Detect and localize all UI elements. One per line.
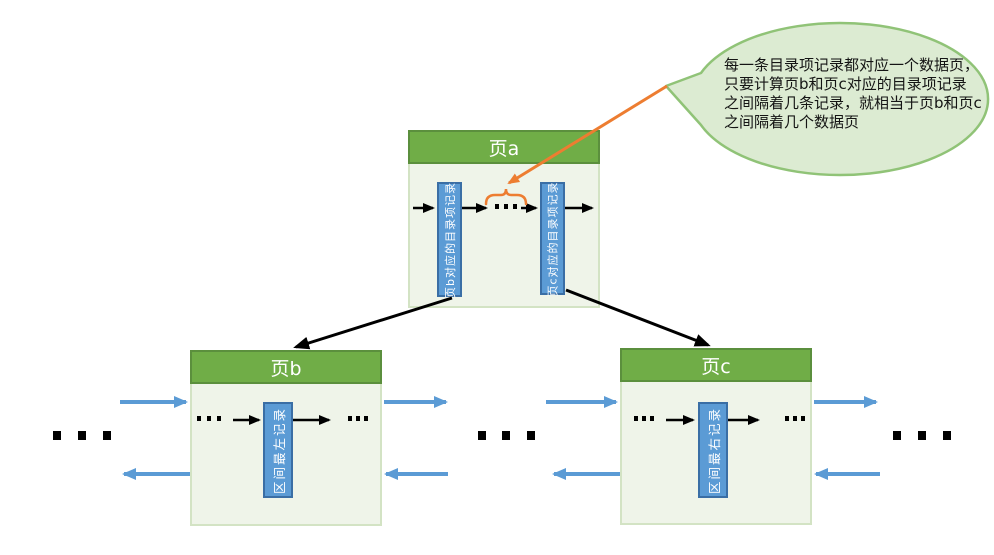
page-a-title: 页a [488, 137, 520, 160]
page-c-title: 页c [701, 355, 731, 378]
page-b-title: 页b [270, 357, 302, 380]
directory-entry-box-b-label: 页b对应的目录项记录 [443, 181, 457, 298]
page-a-header: 页a [408, 130, 600, 164]
directory-entry-box-c-label: 页c对应的目录项记录 [546, 180, 560, 297]
record-box-c-label: 区间最右记录 [706, 406, 722, 494]
page-c-header: 页c [620, 348, 812, 382]
record-box-c: 区间最右记录 [698, 402, 728, 498]
leaf-row-ellipsis-dots [53, 431, 951, 440]
directory-entry-box-b: 页b对应的目录项记录 [437, 182, 462, 297]
directory-entry-box-c: 页c对应的目录项记录 [540, 180, 565, 297]
callout-text: 每一条目录项记录都对应一个数据页， 只要计算页b和页c对应的目录项记录 之间隔着… [724, 56, 982, 131]
page-b-header: 页b [190, 350, 382, 384]
record-box-b-label: 区间最左记录 [271, 406, 287, 494]
record-box-b: 区间最左记录 [263, 402, 293, 498]
